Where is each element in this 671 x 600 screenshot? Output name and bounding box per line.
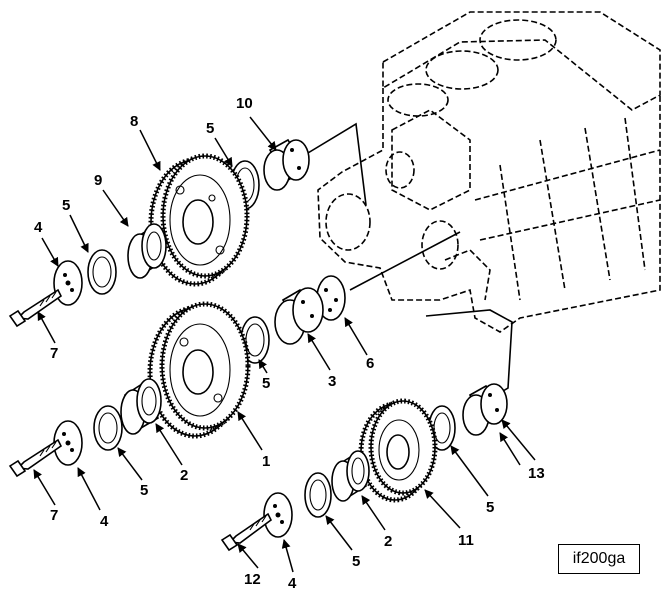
- callout-4-middle: 4: [100, 513, 109, 530]
- callout-11: 11: [458, 532, 474, 549]
- part-5-washer-lower: [304, 472, 332, 518]
- figure-id-label: if200ga: [558, 544, 640, 574]
- callout-7-middle: 7: [50, 507, 58, 524]
- callout-7-upper: 7: [50, 345, 58, 362]
- callout-13: 13: [528, 465, 545, 482]
- part-4-plate-lower: [263, 492, 293, 538]
- callout-9: 9: [94, 172, 102, 189]
- engine-block-outline: [317, 11, 661, 333]
- part-4-plate-upper: [53, 260, 83, 306]
- callout-4-lower: 4: [288, 575, 297, 592]
- callout-4-upper: 4: [34, 219, 43, 236]
- callout-8: 8: [130, 113, 138, 130]
- callout-2-lower: 2: [384, 533, 392, 550]
- callout-5-lower-right: 5: [486, 499, 494, 516]
- callout-12: 12: [244, 571, 261, 588]
- part-8-upper-gear: [148, 153, 250, 287]
- part-2-bushing-middle: [120, 378, 162, 435]
- part-5-washer-middle-left: [93, 405, 123, 451]
- part-11-lower-gear: [358, 398, 438, 503]
- callout-5-lower: 5: [352, 553, 360, 570]
- leader-arrows: [33, 116, 536, 573]
- callout-5-left: 5: [62, 197, 70, 214]
- part-12-bolt: [220, 512, 273, 552]
- callout-5-middle: 5: [262, 375, 270, 392]
- callout-2-middle: 2: [180, 467, 188, 484]
- callout-6: 6: [366, 355, 374, 372]
- part-10-shaft: [263, 138, 310, 191]
- callout-3: 3: [328, 373, 336, 390]
- part-1-main-gear: [147, 301, 251, 439]
- callout-5-upper: 5: [206, 120, 214, 137]
- part-5-washer-left: [87, 249, 117, 295]
- part-7-bolt-middle: [8, 438, 63, 478]
- callout-10: 10: [236, 95, 253, 112]
- part-9-bushing: [127, 223, 167, 279]
- part-5-washer-lower-right: [428, 405, 456, 451]
- alignment-lines: [292, 122, 513, 395]
- callout-labels: 10 5 8 9 5 4 7 6 3 5 1 2 5 4 7 13 5 11 2…: [34, 95, 545, 592]
- part-2-bushing-lower: [331, 450, 370, 502]
- callout-1: 1: [262, 453, 270, 470]
- part-7-bolt-upper: [8, 288, 63, 328]
- part-3-shaft: [274, 287, 324, 345]
- callout-5-middle-left: 5: [140, 482, 148, 499]
- part-13-shaft: [462, 383, 508, 436]
